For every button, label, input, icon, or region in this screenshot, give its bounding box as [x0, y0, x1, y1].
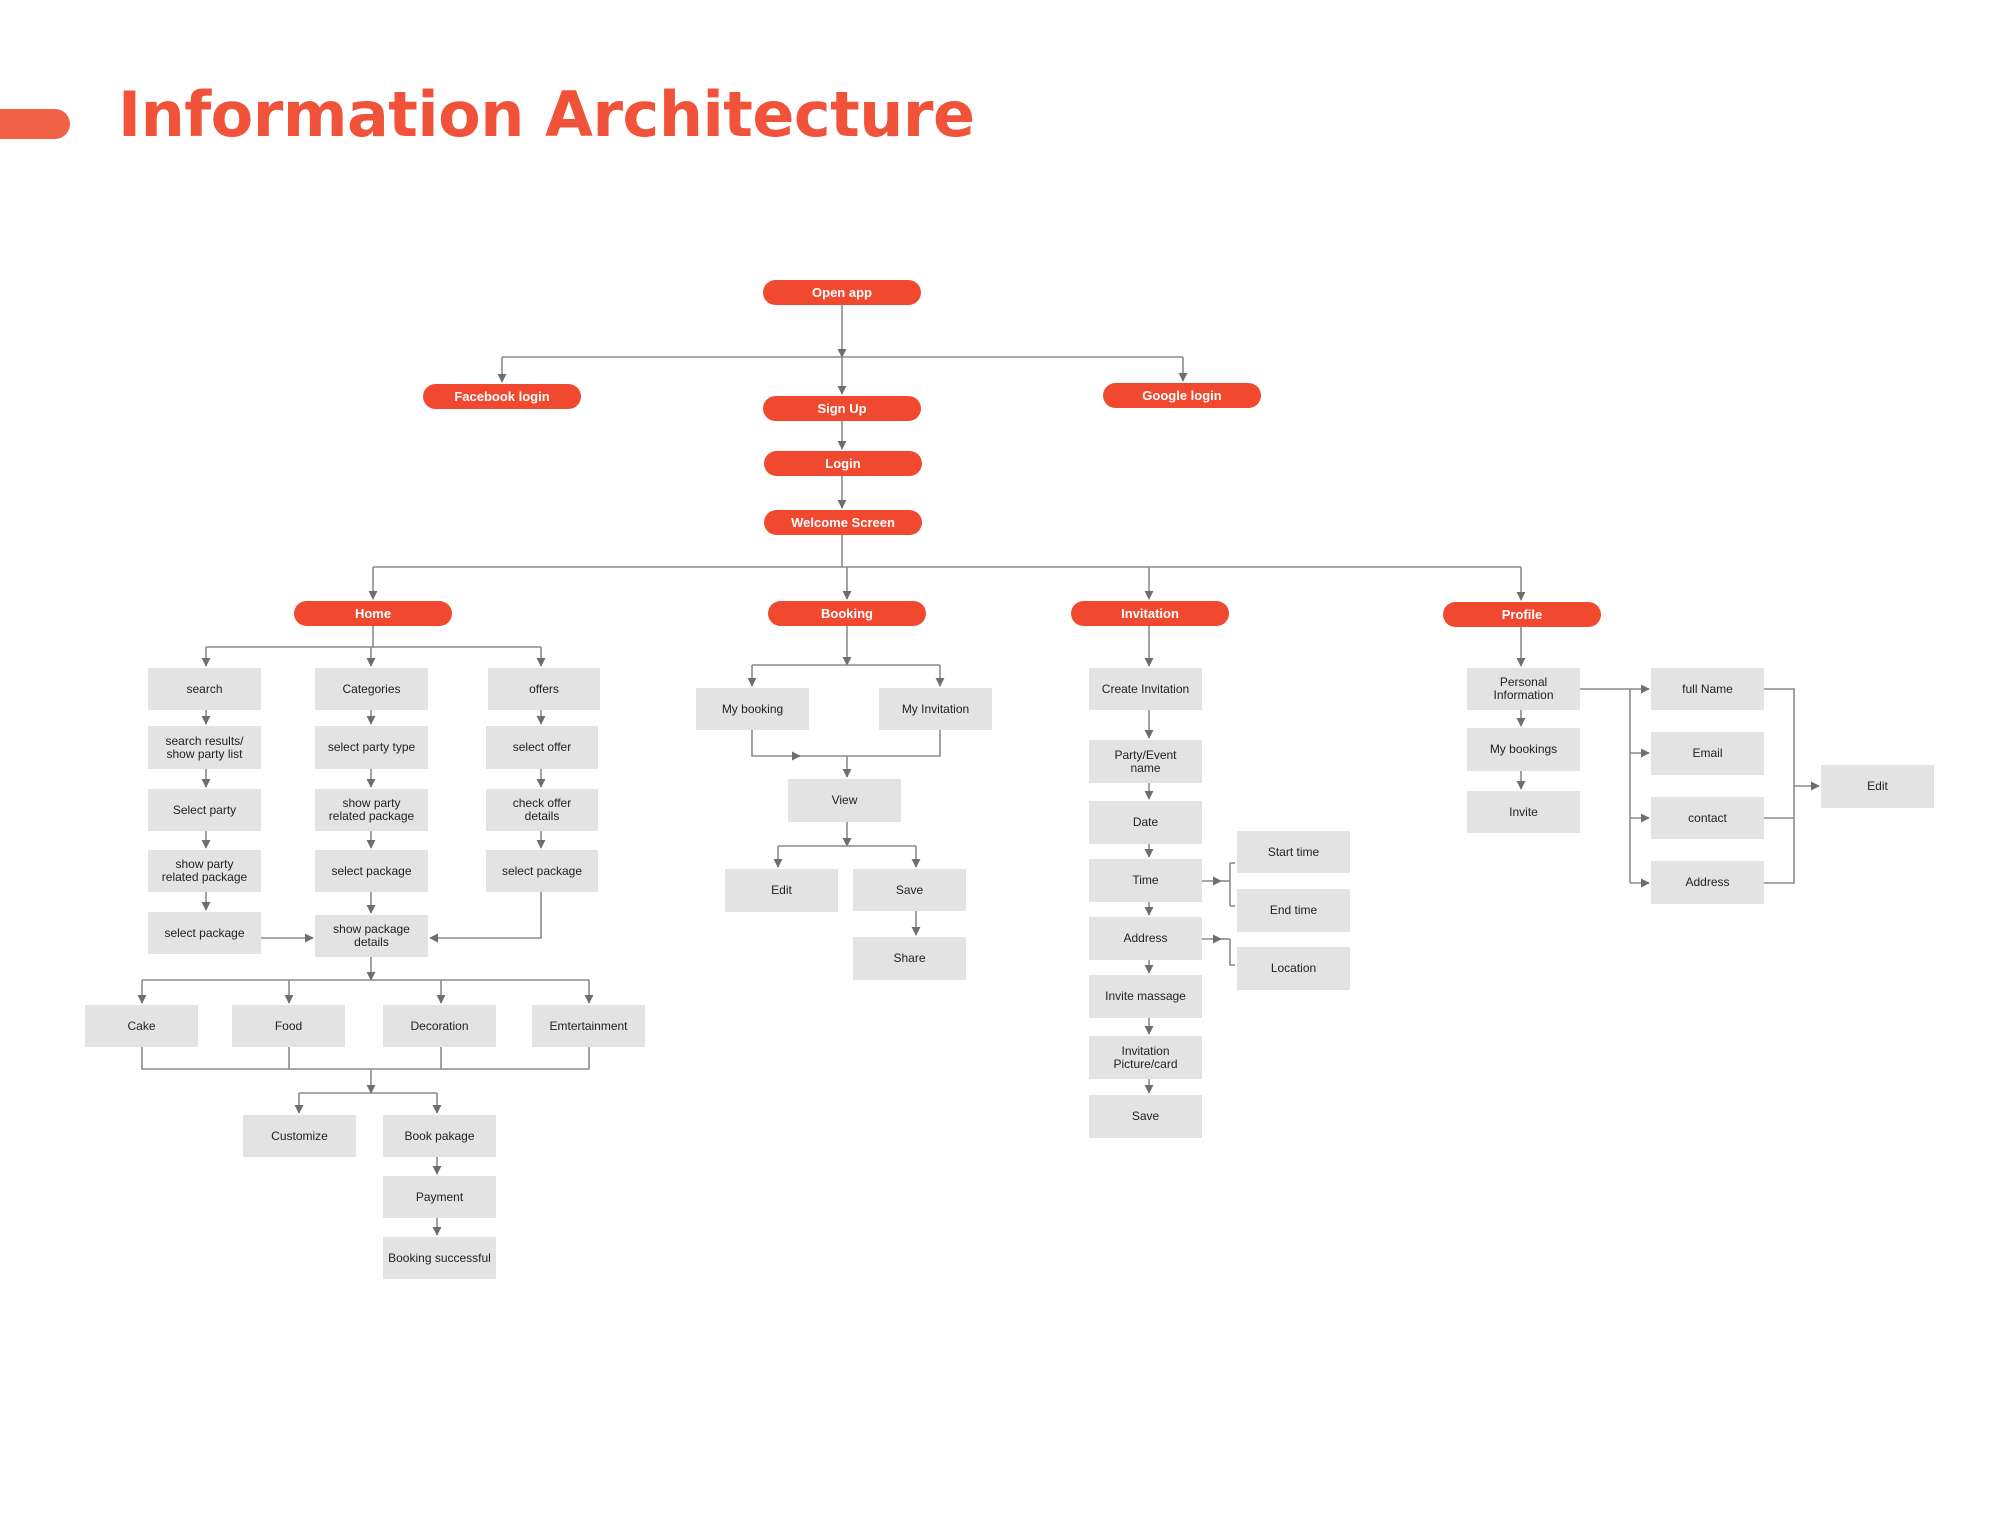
my-booking-node: My booking — [696, 688, 809, 730]
welcome-screen-node: Welcome Screen — [764, 510, 922, 535]
time-node: Time — [1089, 859, 1202, 902]
sign-up-node: Sign Up — [763, 396, 921, 421]
select-party-type-node: select party type — [315, 726, 428, 769]
address-node: Address — [1089, 917, 1202, 960]
connector-line — [141, 1047, 590, 1070]
decoration-node: Decoration — [383, 1005, 496, 1047]
edit-node: Edit — [1821, 765, 1934, 808]
contact-node: contact — [1651, 797, 1764, 839]
my-invitation-node: My Invitation — [879, 688, 992, 730]
select-offer-node: select offer — [486, 726, 598, 769]
end-time-node: End time — [1237, 889, 1350, 932]
booking-node: Booking — [768, 601, 926, 626]
home-node: Home — [294, 601, 452, 626]
location-node: Location — [1237, 947, 1350, 990]
personal-information-node: Personal Information — [1467, 668, 1580, 710]
check-offer-details-node: check offer details — [486, 789, 598, 831]
connector-line — [751, 730, 801, 761]
show-party-related-package-node: show party related package — [148, 850, 261, 892]
connector-line — [1229, 939, 1235, 966]
search-results-node: search results/ show party list — [148, 726, 261, 769]
show-package-details-node: show package details — [315, 915, 428, 957]
categories-node: Categories — [315, 668, 428, 710]
email-node: Email — [1651, 732, 1764, 775]
facebook-login-node: Facebook login — [423, 384, 581, 409]
payment-node: Payment — [383, 1176, 496, 1218]
show-party-related-package-node: show party related package — [315, 789, 428, 831]
select-party-node: Select party — [148, 789, 261, 831]
offers-node: offers — [488, 668, 600, 710]
google-login-node: Google login — [1103, 383, 1261, 408]
select-package-node: select package — [148, 912, 261, 954]
invitation-picture-card-node: Invitation Picture/card — [1089, 1036, 1202, 1079]
invitation-node: Invitation — [1071, 601, 1229, 626]
page-title: Information Architecture — [118, 78, 975, 151]
start-time-node: Start time — [1237, 831, 1350, 873]
save-node: Save — [853, 869, 966, 911]
login-node: Login — [764, 451, 922, 476]
customize-node: Customize — [243, 1115, 356, 1157]
share-node: Share — [853, 937, 966, 980]
create-invitation-node: Create Invitation — [1089, 668, 1202, 710]
entertainment-node: Emtertainment — [532, 1005, 645, 1047]
connector-line — [1764, 688, 1795, 884]
edit-node: Edit — [725, 869, 838, 912]
invite-node: Invite — [1467, 791, 1580, 833]
profile-node: Profile — [1443, 602, 1601, 627]
open-app-node: Open app — [763, 280, 921, 305]
select-package-node: select package — [486, 850, 598, 892]
view-node: View — [788, 779, 901, 822]
search-node: search — [148, 668, 261, 710]
select-package-node: select package — [315, 850, 428, 892]
booking-successful-node: Booking successful — [383, 1237, 496, 1279]
invite-massage-node: Invite massage — [1089, 975, 1202, 1018]
address-node: Address — [1651, 861, 1764, 904]
party-event-name-node: Party/Event name — [1089, 740, 1202, 783]
save-node: Save — [1089, 1095, 1202, 1138]
connector-line — [429, 892, 542, 943]
connector-line — [800, 730, 941, 757]
date-node: Date — [1089, 801, 1202, 844]
full-name-node: full Name — [1651, 668, 1764, 710]
my-bookings-node: My bookings — [1467, 728, 1580, 771]
cake-node: Cake — [85, 1005, 198, 1047]
title-accent-bar — [0, 109, 70, 139]
book-package-node: Book pakage — [383, 1115, 496, 1157]
food-node: Food — [232, 1005, 345, 1047]
